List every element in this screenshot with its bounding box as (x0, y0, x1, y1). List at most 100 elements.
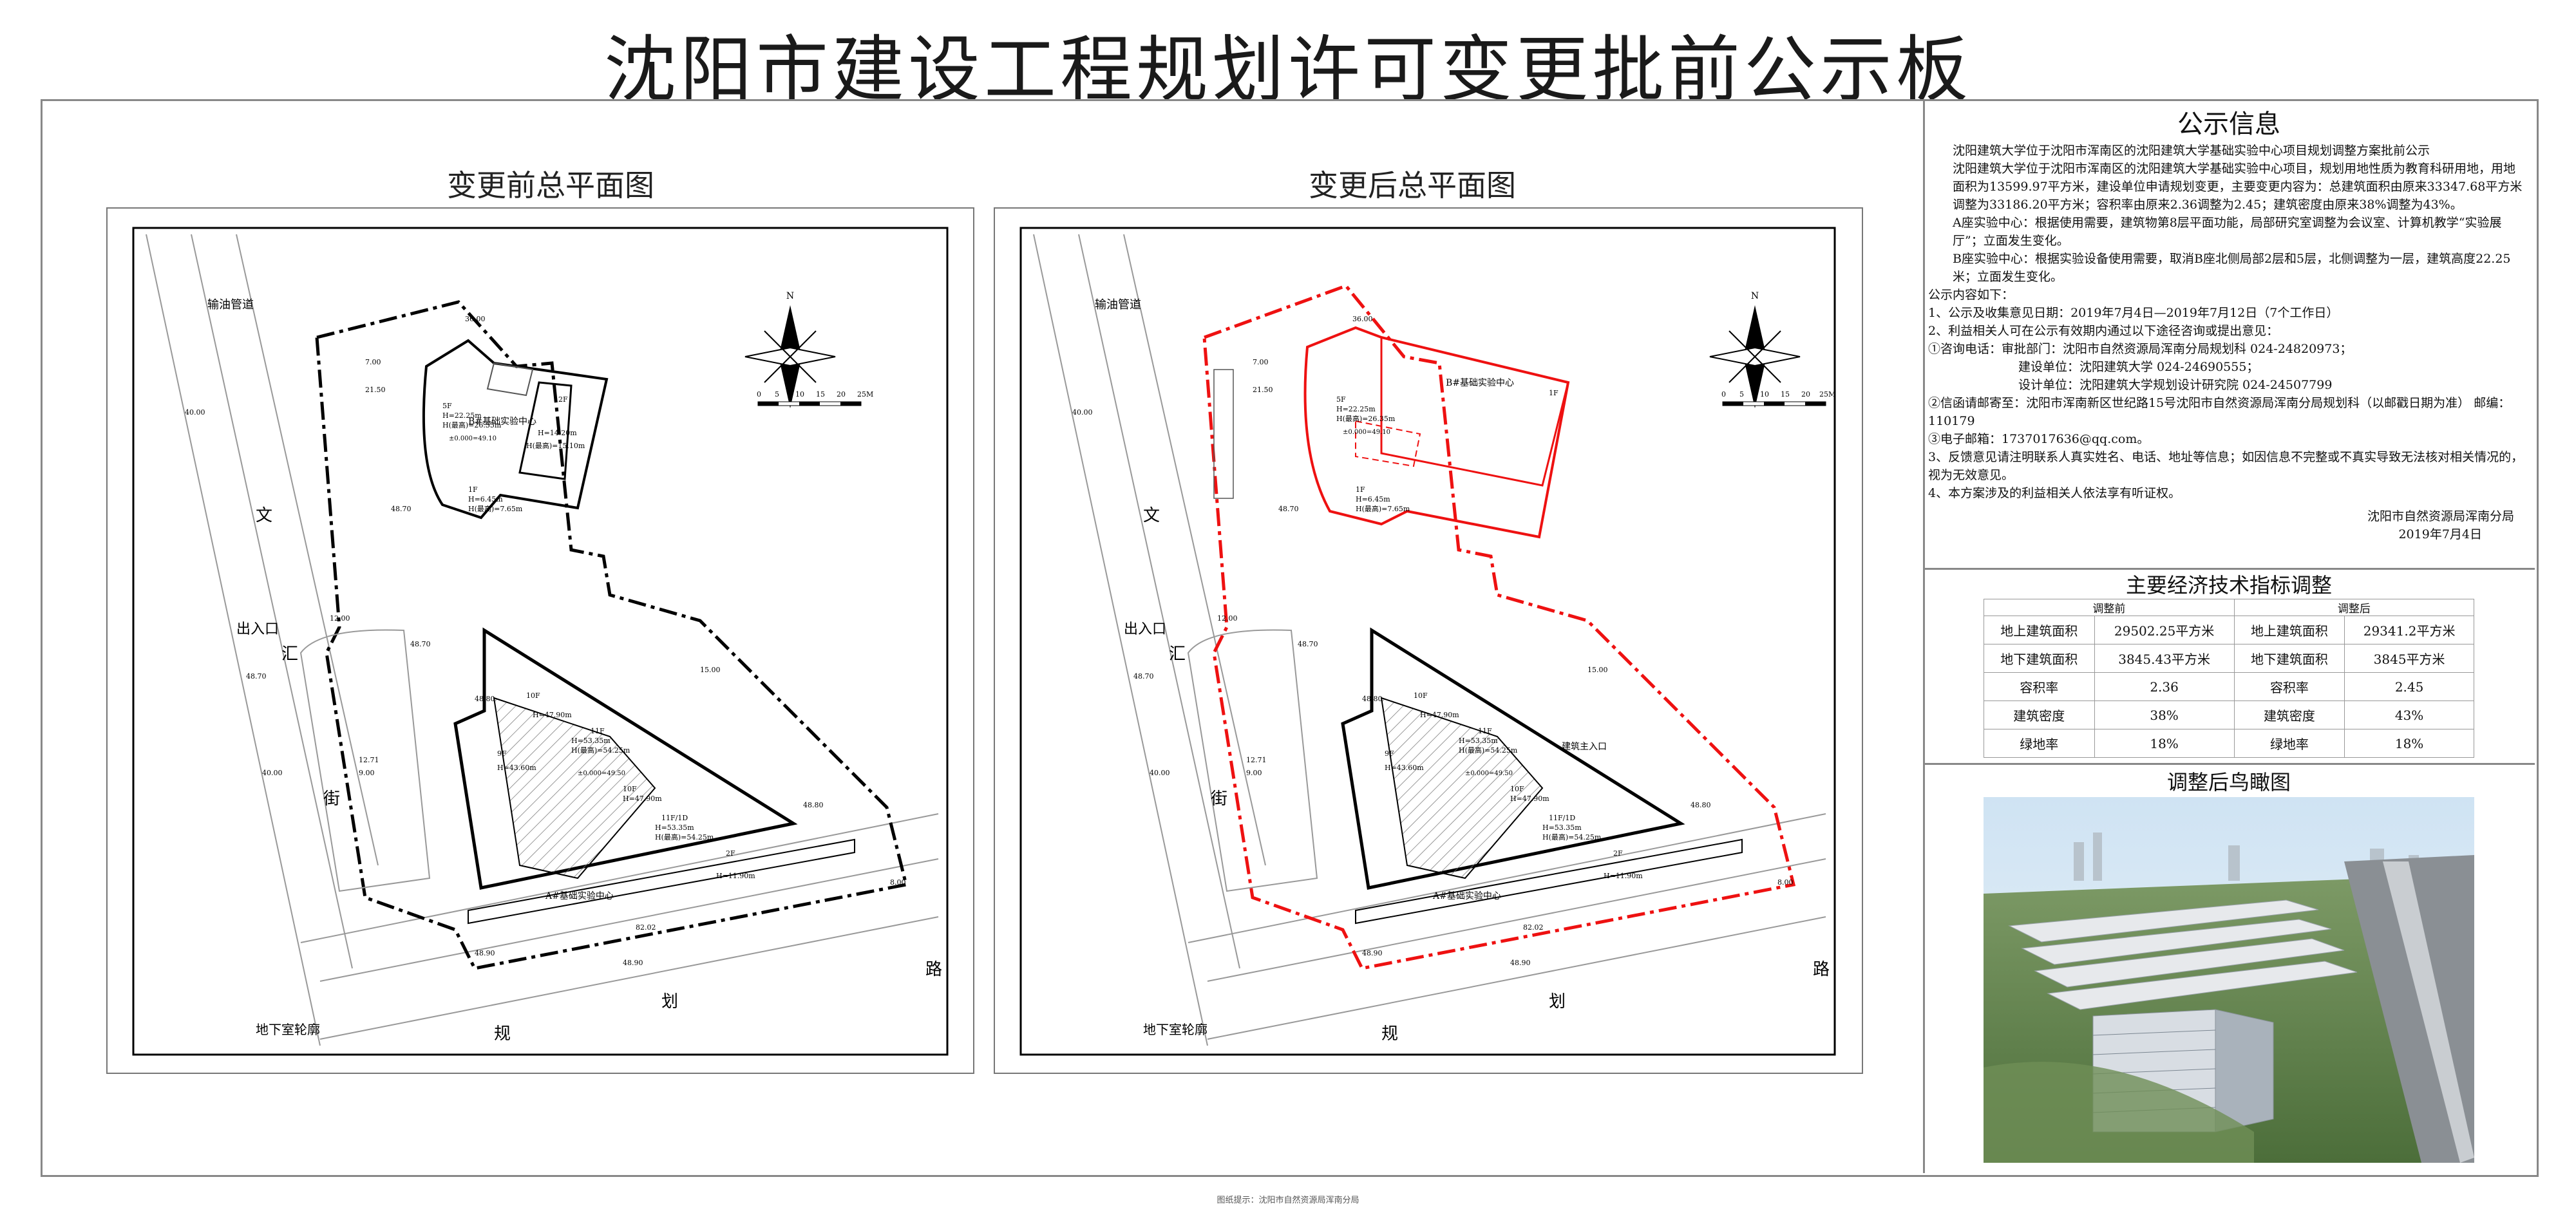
road-hua: 划 (661, 992, 678, 1011)
road-jie: 街 (1211, 789, 1227, 809)
site-plan-after-drawing: N 0 5 10 15 20 25M 输油管道 出入口 文 汇 街 规 划 路 … (1019, 227, 1836, 1056)
b-1f-height: H=6.45m (468, 495, 503, 503)
north-label: N (786, 291, 794, 301)
elev-48-70a: 48.70 (1278, 505, 1299, 513)
scale-0: 0 (1721, 390, 1726, 399)
notice-body: 沈阳建筑大学位于沈阳市浑南区的沈阳建筑大学基础实验中心项目规划调整方案批前公示 … (1928, 142, 2527, 543)
plan-after: N 0 5 10 15 20 25M 输油管道 出入口 文 汇 街 规 划 路 … (994, 207, 1863, 1074)
dim-82-02: 82.02 (636, 923, 656, 932)
a-height-max: H(最高)=54.25m (571, 746, 630, 755)
a-floor-10f: 10F (1414, 691, 1428, 700)
a-building-label: A#基础实验中心 (545, 890, 614, 901)
cell: 地上建筑面积 (2233, 616, 2345, 644)
road-lu: 路 (1813, 960, 1830, 979)
elev-48-70b: 48.70 (1298, 640, 1318, 648)
b-1f-height-max: H(最高)=7.65m (1356, 504, 1410, 513)
b-floor-1f-b: 1F (1356, 485, 1365, 494)
a-floor-11f: 11F (591, 727, 605, 735)
notice-item: 1、公示及收集意见日期：2019年7月4日—2019年7月12日（7个工作日） (1928, 306, 2339, 320)
road-jie: 街 (323, 789, 340, 809)
a-floor-2f: 2F (726, 849, 735, 858)
cell: 地上建筑面积 (1984, 616, 2095, 644)
elev-48-70c: 48.70 (1133, 672, 1154, 681)
a-floor-10f-b: 10F (1510, 785, 1524, 793)
elev-48-80a: 48.80 (1362, 695, 1383, 703)
notice-paragraph: 沈阳建筑大学位于沈阳市浑南区的沈阳建筑大学基础实验中心项目规划调整方案批前公示 (1953, 144, 2430, 158)
notice-list-intro: 公示内容如下： (1928, 288, 2014, 302)
cell: 地下建筑面积 (2233, 644, 2345, 673)
dim-7: 7.00 (365, 358, 381, 366)
indicators-title: 主要经济技术指标调整 (2125, 573, 2332, 597)
aerial-title: 调整后鸟瞰图 (2166, 770, 2291, 795)
cell: 容积率 (1984, 672, 2095, 701)
a-11f-height-max: H(最高)=54.25m (1542, 832, 1602, 842)
dim-12: 12.00 (1217, 614, 1238, 623)
elev-48-80a: 48.80 (475, 695, 495, 703)
cell: 建筑密度 (1984, 701, 2095, 729)
a-11f-height-max: H(最高)=54.25m (655, 832, 714, 842)
dim-40b: 40.00 (1150, 769, 1170, 777)
a-low-height: H=43.60m (1385, 764, 1424, 772)
scale-25m: 25M (1819, 390, 1835, 399)
dim-36: 36.00 (465, 315, 486, 323)
scale-bar (1722, 401, 1826, 406)
scale-10: 10 (1760, 390, 1769, 399)
road-hua: 划 (1549, 992, 1566, 1011)
header-after: 调整后 (2233, 599, 2475, 616)
road-wen: 文 (256, 506, 272, 525)
elev-48-90a: 48.90 (1362, 949, 1383, 957)
b-2f-height-max: H(最高)=15.10m (526, 441, 585, 450)
cell: 2.45 (2344, 672, 2474, 701)
a-height: H=53.35m (571, 737, 611, 745)
b-floor-5f: 5F (442, 402, 452, 410)
a-floor-11f-1d: 11F/1D (1549, 814, 1575, 822)
b-building-label: B#基础实验中心 (1446, 377, 1514, 388)
table-header-row: 调整前 调整后 (1984, 599, 2475, 616)
footer-note: 图纸提示：沈阳市自然资源局浑南分局 (1217, 1196, 1359, 1205)
road-hui: 汇 (1169, 644, 1186, 664)
cell: 地下建筑面积 (1984, 644, 2095, 673)
info-panel (1923, 99, 2537, 1173)
dim-8: 8.00 (890, 878, 906, 887)
a-9f-height: H=47.90m (1420, 711, 1459, 719)
notice-paragraph: 沈阳建筑大学位于沈阳市浑南区的沈阳建筑大学基础实验中心项目，规划用地性质为教育科… (1953, 162, 2523, 212)
cell: 绿地率 (1984, 729, 2095, 758)
road-wen: 文 (1143, 506, 1160, 525)
a-floor-10f-b: 10F (623, 785, 637, 793)
main-entrance-label: 建筑主入口 (1562, 742, 1607, 752)
notice-item: 建设单位：沈阳建筑大学 024-24690555； (2018, 360, 2259, 374)
cell: 3845平方米 (2344, 644, 2474, 673)
dim-9: 9.00 (1246, 769, 1262, 777)
plan-before: N 0 5 10 15 20 25M 输油管道 出入口 文 汇 街 规 划 路 … (106, 207, 974, 1074)
basement-label: 地下室轮廓 (256, 1022, 320, 1037)
entry-label: 出入口 (236, 621, 279, 637)
elev-48-90b: 48.90 (1510, 959, 1531, 967)
north-arrow-icon (744, 305, 836, 408)
table-row: 地上建筑面积 29502.25平方米 地上建筑面积 29341.2平方米 (1984, 616, 2474, 644)
cell: 29502.25平方米 (2094, 616, 2235, 644)
a-height: H=53.35m (1459, 737, 1498, 745)
dim-15: 15.00 (700, 666, 721, 674)
cell: 建筑密度 (2233, 701, 2345, 729)
b-floor-2f: 2F (558, 395, 568, 404)
dim-9: 9.00 (359, 769, 375, 777)
road-hui: 汇 (281, 644, 298, 664)
notice-sign-org: 沈阳市自然资源局浑南分局 (2367, 509, 2514, 523)
cell: 29341.2平方米 (2344, 616, 2474, 644)
scale-15: 15 (816, 390, 825, 399)
road-gui: 规 (494, 1024, 511, 1044)
cell: 43% (2344, 701, 2474, 729)
b-height-max: H(最高)=26.35m (442, 420, 502, 429)
divider (1923, 763, 2535, 765)
a-low-height: H=43.60m (497, 764, 536, 772)
notice-item: 3、反馈意见请注明联系人真实姓名、电话、地址等信息；如因信息不完整或不真实导致无… (1928, 450, 2524, 482)
basement-label: 地下室轮廓 (1143, 1022, 1208, 1037)
dim-40a: 40.00 (185, 408, 205, 417)
notice-item: ②信函请邮寄至：沈阳市浑南新区世纪路15号沈阳市自然资源局浑南分局规划科（以邮戳… (1928, 396, 2511, 428)
elev-48-80b: 48.80 (803, 801, 824, 809)
north-label: N (1751, 291, 1759, 301)
scale-bar (757, 401, 862, 406)
b-elevation: ±0.000=49.10 (1343, 429, 1390, 436)
a-floor-11f-1d: 11F/1D (661, 814, 688, 822)
notice-item: ③电子邮箱：1737017636@qq.com。 (1928, 432, 2150, 446)
